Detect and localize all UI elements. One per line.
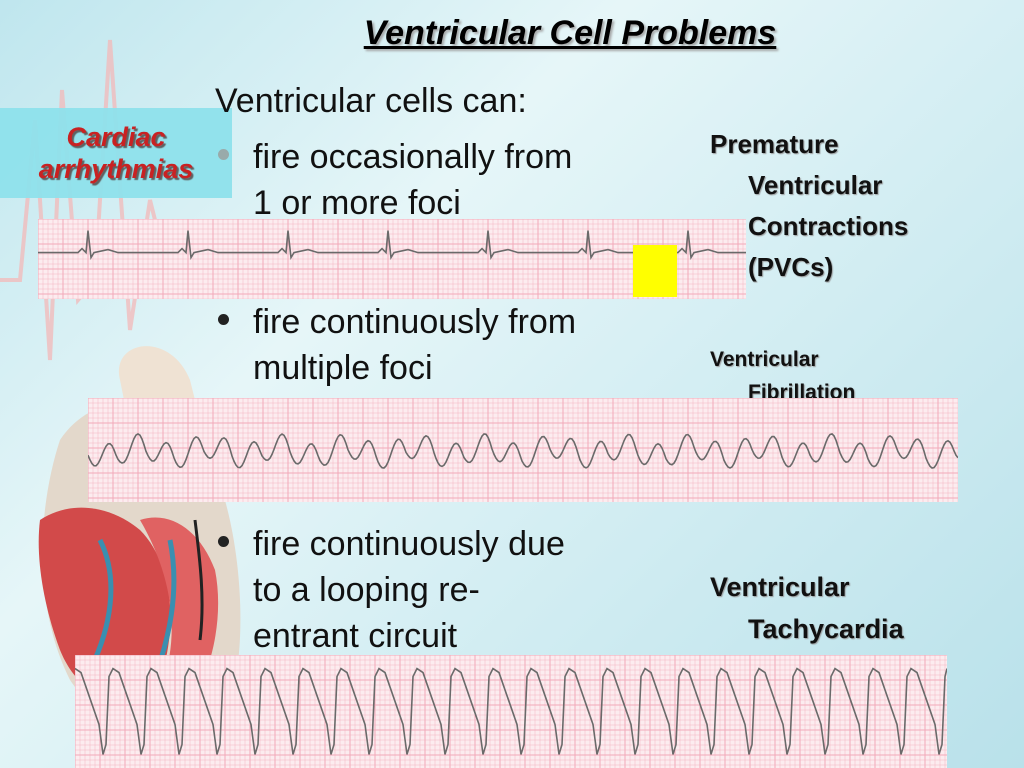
bullet-dot-2 (218, 314, 229, 325)
ecg-strip-vfib-svg (88, 398, 958, 502)
ecg-strip-pvc (38, 219, 746, 299)
bullet-1-line-2: 1 or more foci (253, 184, 461, 222)
ecg-strip-vtach (75, 655, 947, 768)
ecg-strip-vfib (88, 398, 958, 502)
vtach-label: Ventricular Tachycardia (710, 566, 904, 650)
ecg-strip-vtach-svg (75, 655, 947, 768)
ecg-strip-pvc-svg (38, 219, 746, 299)
bullet-3-line-1: fire continuously due (253, 525, 565, 563)
badge-line-2: arrhythmias (38, 154, 194, 184)
pvc-highlight-marker (633, 245, 677, 297)
slide-title: Ventricular Cell Problems (363, 14, 777, 52)
ecg-strip-vfib-trace (88, 432, 958, 469)
bullet-dot-3 (218, 536, 229, 547)
bullet-1-line-1: fire occasionally from (253, 138, 573, 176)
bullet-dot-1 (218, 149, 229, 160)
pvc-label-line-4: (PVCs) (748, 252, 834, 282)
bullet-2-line-1: fire continuously from (253, 303, 577, 341)
bullet-2-line-2: multiple foci (253, 349, 433, 387)
ecg-strip-vfib-grid (88, 398, 958, 502)
badge-line-1: Cardiac (66, 122, 166, 152)
pvc-label-line-1: Premature (710, 129, 839, 159)
pvc-label-line-2: Ventricular (748, 170, 883, 200)
pvc-label-line-3: Contractions (748, 211, 909, 241)
vfib-label-line-1: Ventricular (710, 348, 819, 371)
bullet-2: fire continuously from multiple foci (253, 299, 576, 391)
background-ekg-motif (0, 39, 200, 361)
bullet-3: fire continuously due to a looping re- e… (253, 521, 565, 659)
ecg-strip-pvc-grid (38, 219, 746, 299)
vtach-label-line-2: Tachycardia (748, 614, 904, 644)
bullet-3-line-2: to a looping re- (253, 571, 480, 609)
bullet-3-line-3: entrant circuit (253, 617, 458, 655)
ecg-strip-vtach-trace (75, 667, 947, 755)
vtach-label-line-1: Ventricular (710, 572, 850, 602)
bullet-1: fire occasionally from 1 or more foci (253, 134, 572, 226)
cardiac-arrhythmias-badge: Cardiac arrhythmias (0, 108, 232, 198)
pvc-label: Premature Ventricular Contractions (PVCs… (710, 124, 908, 288)
ecg-strip-pvc-trace (38, 230, 746, 261)
intro-text: Ventricular cells can: (215, 82, 527, 120)
